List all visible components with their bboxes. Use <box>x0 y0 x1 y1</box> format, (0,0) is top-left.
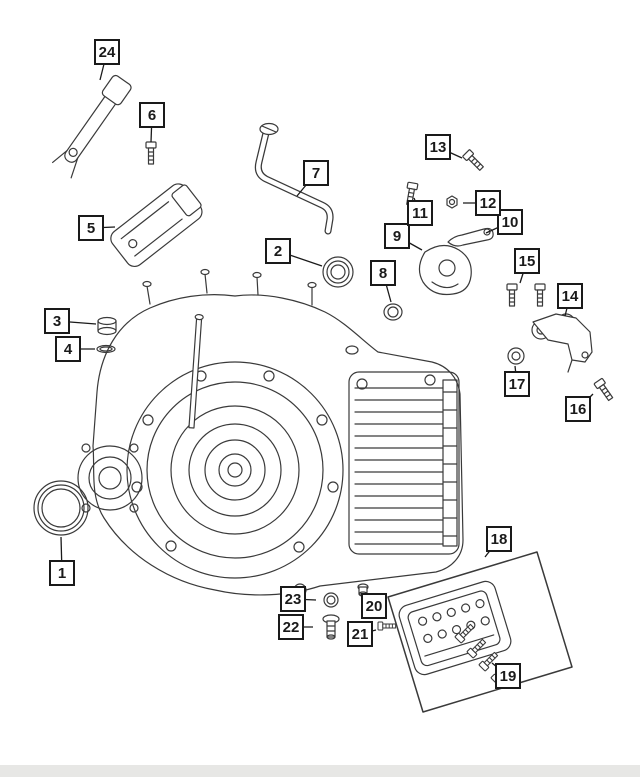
part-17-grommet <box>507 347 525 365</box>
part-9-range-sensor <box>418 244 472 296</box>
callout-17[interactable]: 17 <box>504 371 530 397</box>
part-22-vent-plug <box>322 614 340 640</box>
callout-12[interactable]: 12 <box>475 190 501 216</box>
callout-4[interactable]: 4 <box>55 336 81 362</box>
part-1-seal <box>33 480 89 536</box>
part-23-oring <box>323 592 339 608</box>
callout-15[interactable]: 15 <box>514 248 540 274</box>
callout-5[interactable]: 5 <box>78 215 104 241</box>
part-14-connector-bracket <box>531 313 593 373</box>
callout-24[interactable]: 24 <box>94 39 120 65</box>
callout-21[interactable]: 21 <box>347 621 373 647</box>
callout-9[interactable]: 9 <box>384 223 410 249</box>
callout-8[interactable]: 8 <box>370 260 396 286</box>
callout-20[interactable]: 20 <box>361 593 387 619</box>
part-24-shift-lever <box>52 74 132 179</box>
part-3-plug <box>97 316 117 336</box>
callout-10[interactable]: 10 <box>497 209 523 235</box>
transaxle-housing <box>77 268 464 597</box>
callout-13[interactable]: 13 <box>425 134 451 160</box>
bottom-bar <box>0 765 640 777</box>
callout-14[interactable]: 14 <box>557 283 583 309</box>
callout-19[interactable]: 19 <box>495 663 521 689</box>
part-8-seal <box>383 303 403 321</box>
part-4-oring <box>96 344 116 354</box>
part-5-control-module <box>110 183 203 268</box>
callout-2[interactable]: 2 <box>265 238 291 264</box>
part-12-nut <box>446 195 458 209</box>
part-2-seal <box>322 256 354 288</box>
callout-16[interactable]: 16 <box>565 396 591 422</box>
callout-22[interactable]: 22 <box>278 614 304 640</box>
callout-1[interactable]: 1 <box>49 560 75 586</box>
callout-6[interactable]: 6 <box>139 102 165 128</box>
callout-23[interactable]: 23 <box>280 586 306 612</box>
part-18-valve-body-group <box>387 551 573 713</box>
callout-11[interactable]: 11 <box>407 200 433 226</box>
part-7-filler-tube <box>254 122 334 235</box>
part-10-manual-lever <box>447 227 494 247</box>
callout-7[interactable]: 7 <box>303 160 329 186</box>
callout-18[interactable]: 18 <box>486 526 512 552</box>
callout-3[interactable]: 3 <box>44 308 70 334</box>
case-solenoid-block <box>348 371 460 555</box>
